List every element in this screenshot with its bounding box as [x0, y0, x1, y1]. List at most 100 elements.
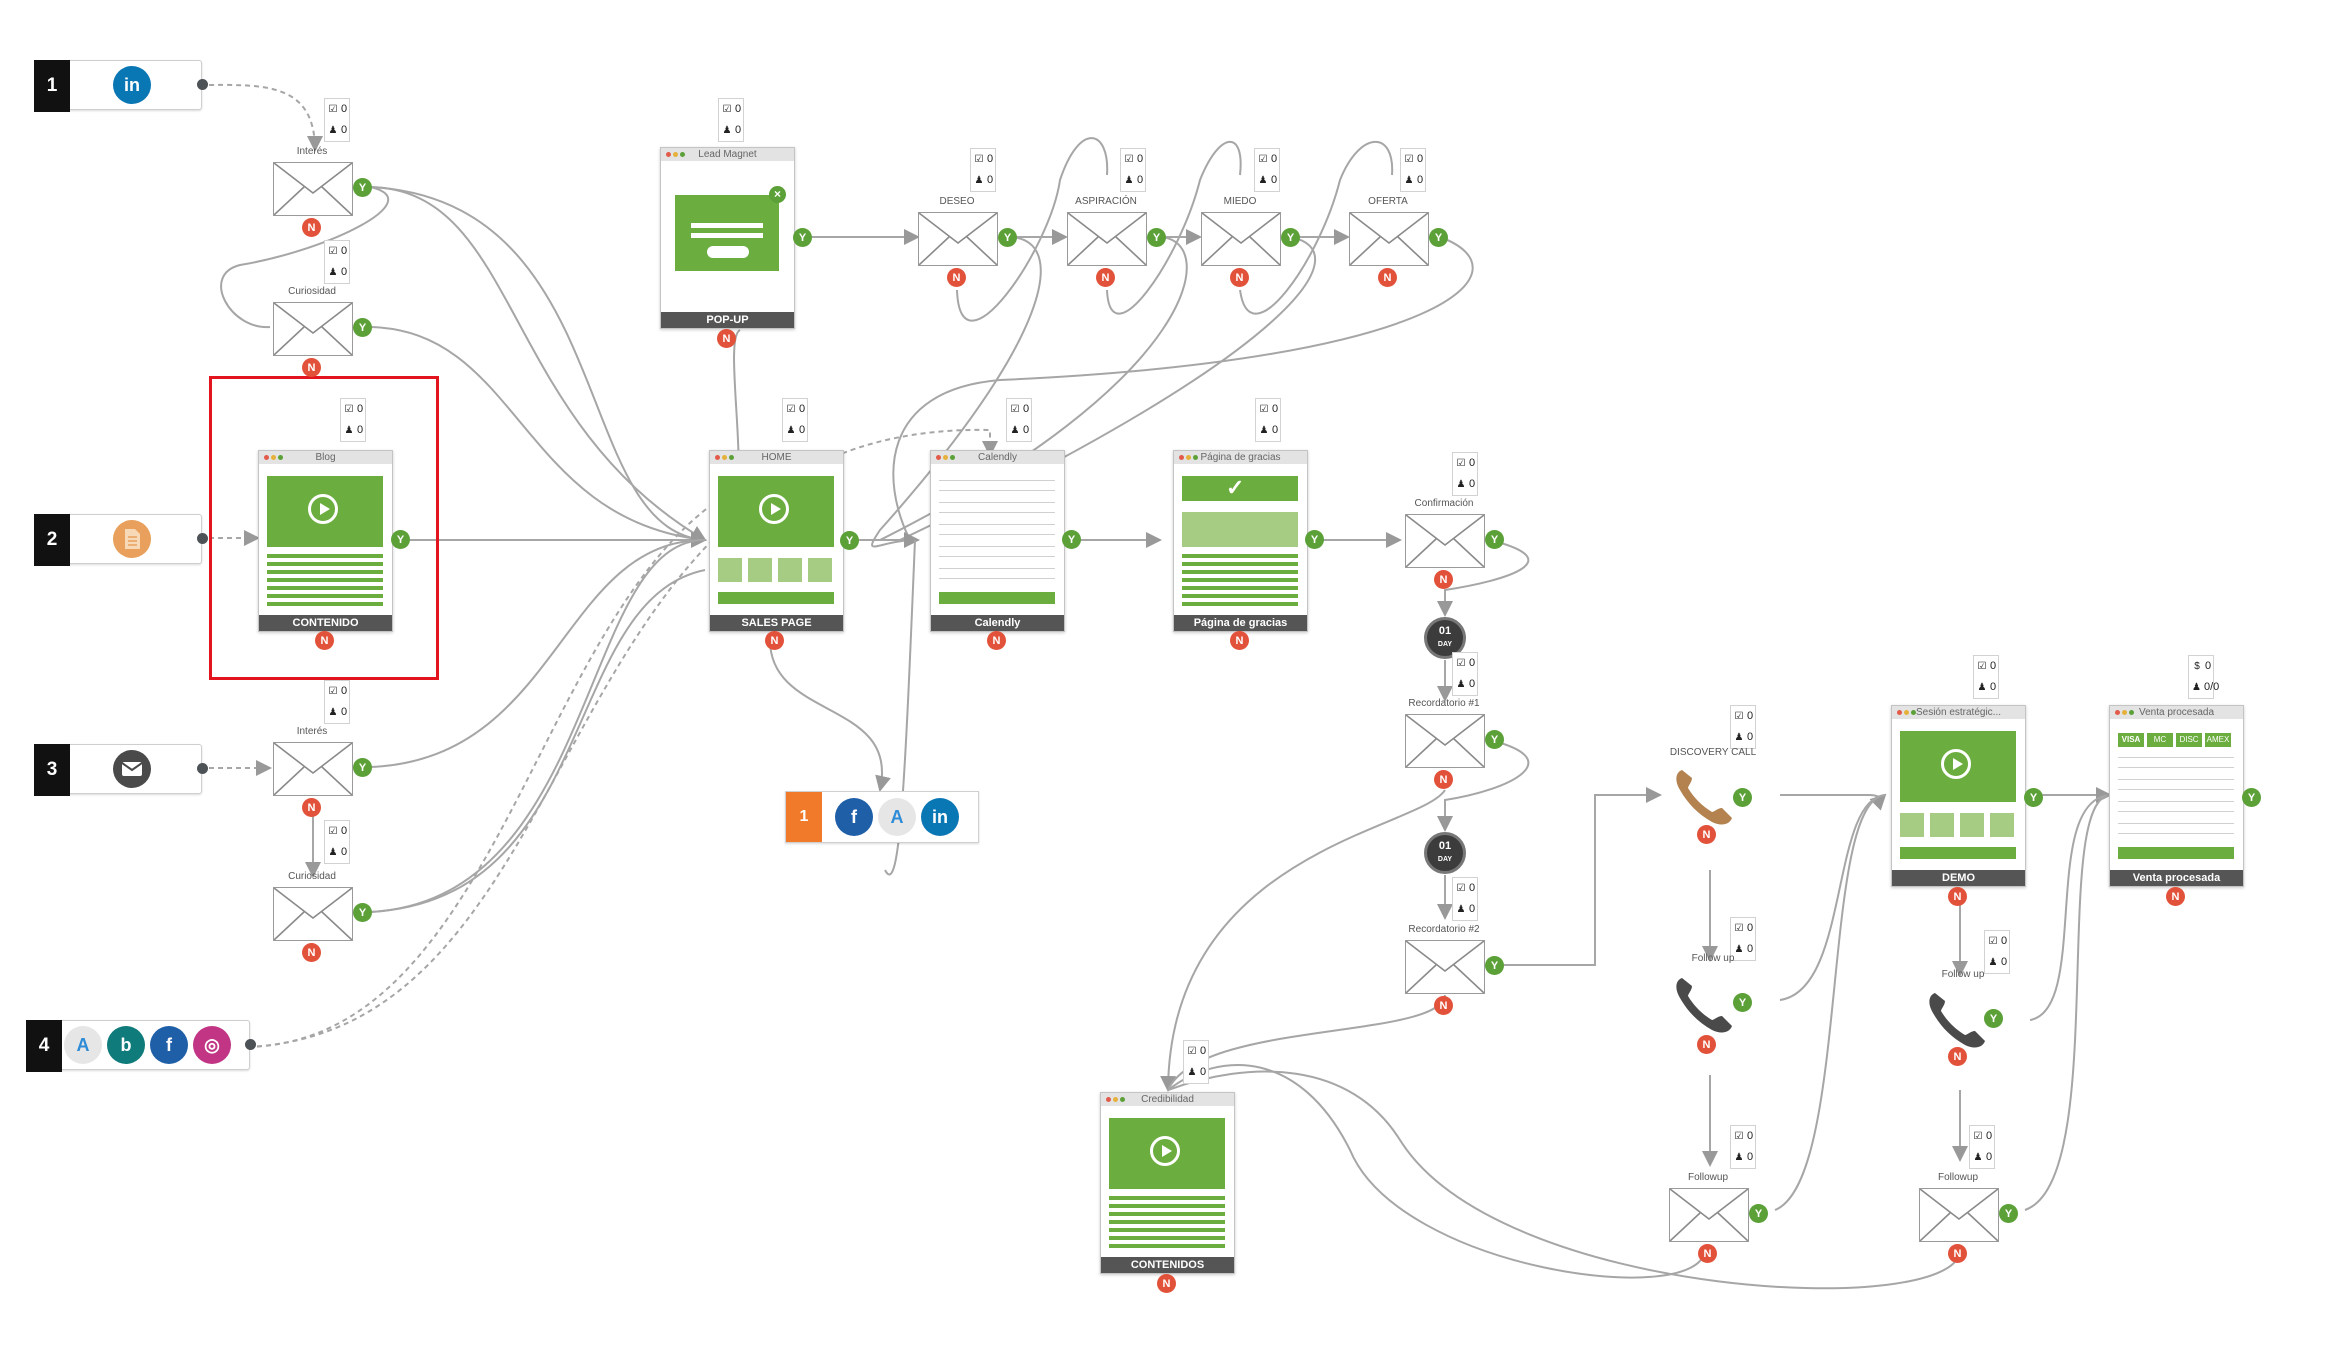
no-badge[interactable]: N [302, 218, 321, 237]
email-node[interactable] [918, 212, 998, 266]
no-badge[interactable]: N [2166, 887, 2185, 906]
page-footer: Página de gracias [1174, 615, 1307, 631]
tracking-group[interactable]: 1 f A in [785, 791, 979, 843]
no-badge[interactable]: N [1096, 268, 1115, 287]
no-badge[interactable]: N [987, 631, 1006, 650]
source-email[interactable]: 3 [34, 744, 208, 796]
person-icon: ♟ [328, 125, 338, 136]
feature-3 [1960, 813, 1984, 837]
yes-badge[interactable]: Y [840, 531, 859, 550]
no-badge[interactable]: N [302, 358, 321, 377]
email-node[interactable] [1669, 1188, 1749, 1242]
page-blog[interactable]: Blog CONTENIDO [258, 450, 393, 632]
yes-badge[interactable]: Y [793, 228, 812, 247]
no-badge[interactable]: N [302, 943, 321, 962]
stats-box: ☑0♟0 [1973, 655, 1999, 699]
output-handle[interactable] [197, 763, 208, 774]
no-badge[interactable]: N [1697, 825, 1716, 844]
yes-badge[interactable]: Y [353, 178, 372, 197]
no-badge[interactable]: N [1697, 1035, 1716, 1054]
phone-icon[interactable] [1925, 987, 1989, 1051]
email-node[interactable] [1201, 212, 1281, 266]
no-badge[interactable]: N [1434, 996, 1453, 1015]
no-badge[interactable]: N [1230, 268, 1249, 287]
no-badge[interactable]: N [1230, 631, 1249, 650]
email-node[interactable] [1067, 212, 1147, 266]
stat-row: ☑0 [1453, 453, 1477, 474]
yes-badge[interactable]: Y [1147, 228, 1166, 247]
linkedin-icon: in [921, 798, 959, 836]
no-badge[interactable]: N [302, 798, 321, 817]
yes-badge[interactable]: Y [1281, 228, 1300, 247]
no-badge[interactable]: N [1434, 570, 1453, 589]
phone-icon[interactable] [1672, 764, 1736, 828]
stat-row: $0 [2189, 656, 2213, 677]
no-badge[interactable]: N [717, 329, 736, 348]
yes-badge[interactable]: Y [1733, 993, 1752, 1012]
checkbox-icon: ☑ [328, 246, 338, 257]
yes-badge[interactable]: Y [353, 903, 372, 922]
play-icon [1941, 749, 1971, 779]
no-badge[interactable]: N [1157, 1274, 1176, 1293]
yes-badge[interactable]: Y [2024, 788, 2043, 807]
stat-value: 0 [1747, 1151, 1754, 1163]
yes-badge[interactable]: Y [391, 530, 410, 549]
email-node[interactable] [273, 302, 353, 356]
stats-box: ☑0♟0 [1984, 930, 2010, 974]
yes-badge[interactable]: Y [1749, 1204, 1768, 1223]
stat-value: 0 [1272, 403, 1279, 415]
email-node[interactable] [273, 887, 353, 941]
no-badge[interactable]: N [765, 631, 784, 650]
phone-icon[interactable] [1672, 972, 1736, 1036]
source-linkedin[interactable]: 1 in [34, 60, 208, 112]
yes-badge[interactable]: Y [1429, 228, 1448, 247]
no-badge[interactable]: N [1434, 770, 1453, 789]
page-venta[interactable]: Venta procesada VISA MC DISC AMEX Venta … [2109, 705, 2244, 887]
page-footer: Venta procesada [2110, 870, 2243, 886]
output-handle[interactable] [245, 1039, 256, 1050]
yes-badge[interactable]: Y [353, 758, 372, 777]
email-node[interactable] [1405, 940, 1485, 994]
yes-badge[interactable]: Y [1999, 1204, 2018, 1223]
stat-value: 0 [1272, 424, 1279, 436]
stat-row: ♟0 [1453, 899, 1477, 920]
yes-badge[interactable]: Y [998, 228, 1017, 247]
page-gracias[interactable]: Página de gracias ✓ Página de gracias [1173, 450, 1308, 632]
feature-4 [808, 558, 832, 582]
email-node[interactable] [1405, 714, 1485, 768]
yes-badge[interactable]: Y [1485, 730, 1504, 749]
email-node[interactable] [1405, 514, 1485, 568]
yes-badge[interactable]: Y [1485, 956, 1504, 975]
yes-badge[interactable]: Y [1305, 530, 1324, 549]
no-badge[interactable]: N [1378, 268, 1397, 287]
source-content[interactable]: 2 [34, 514, 208, 566]
page-titlebar: HOME [710, 451, 843, 464]
no-badge[interactable]: N [947, 268, 966, 287]
email-node[interactable] [273, 162, 353, 216]
source-ads[interactable]: 4 A b f ◎ [26, 1020, 256, 1072]
popup-bar-2 [691, 233, 763, 238]
stat-value: 0 [341, 846, 348, 858]
email-node[interactable] [273, 742, 353, 796]
page-popup[interactable]: Lead Magnet × POP-UP [660, 147, 795, 329]
email-node[interactable] [1919, 1188, 1999, 1242]
no-badge[interactable]: N [1698, 1244, 1717, 1263]
page-home[interactable]: HOME SALES PAGE [709, 450, 844, 632]
page-credibilidad[interactable]: Credibilidad CONTENIDOS [1100, 1092, 1235, 1274]
no-badge[interactable]: N [1948, 887, 1967, 906]
no-badge[interactable]: N [315, 631, 334, 650]
email-node[interactable] [1349, 212, 1429, 266]
no-badge[interactable]: N [1948, 1047, 1967, 1066]
yes-badge[interactable]: Y [1485, 530, 1504, 549]
yes-badge[interactable]: Y [353, 318, 372, 337]
no-badge[interactable]: N [1948, 1244, 1967, 1263]
page-calendly[interactable]: Calendly Calendly [930, 450, 1065, 632]
page-demo[interactable]: Sesión estratégic... DEMO [1891, 705, 2026, 887]
output-handle[interactable] [197, 79, 208, 90]
yes-badge[interactable]: Y [1984, 1009, 2003, 1028]
yes-badge[interactable]: Y [2242, 788, 2261, 807]
yes-badge[interactable]: Y [1062, 530, 1081, 549]
yes-badge[interactable]: Y [1733, 788, 1752, 807]
output-handle[interactable] [197, 533, 208, 544]
stat-value: 0 [341, 825, 348, 837]
